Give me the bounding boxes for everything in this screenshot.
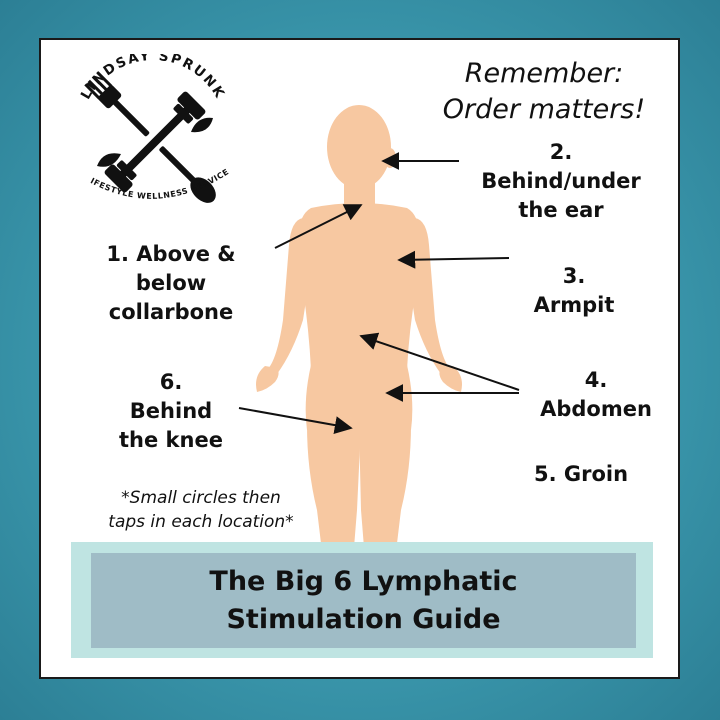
infographic-card: LINDSAY SPRUNK LIFE [39, 38, 680, 679]
banner-title-line1: The Big 6 Lymphatic [209, 565, 518, 597]
reminder-text: Remember: Order matters! [419, 56, 669, 128]
spoon-icon [159, 146, 216, 203]
brand-logo: LINDSAY SPRUNK LIFE [63, 54, 230, 203]
title-banner: The Big 6 Lymphatic Stimulation Guide [71, 542, 653, 658]
reminder-line2: Order matters! [442, 94, 646, 125]
fork-icon [84, 71, 150, 137]
reminder-line1: Remember: [464, 58, 624, 89]
label-abdomen: 4. Abdomen [540, 368, 652, 421]
arrow-collarbone [274, 204, 363, 249]
arrows-layer [238, 152, 520, 435]
label-armpit: 3. Armpit [533, 264, 615, 317]
label-behind-under-ear: 2. Behind/under the ear [481, 140, 641, 222]
dumbbell-icon [104, 91, 206, 193]
arrow-knee [238, 407, 353, 435]
leaf-icon [97, 117, 213, 167]
label-behind-knee: 6. Behind the knee [119, 370, 223, 452]
arrow-abdomen-upper [359, 332, 520, 391]
label-above-below-collarbone: 1. Above & below collarbone [106, 242, 236, 324]
label-groin: 5. Groin [533, 462, 629, 486]
banner-title-line2: Stimulation Guide [226, 603, 501, 635]
title-banner-inner: The Big 6 Lymphatic Stimulation Guide [91, 553, 636, 648]
body-silhouette [256, 105, 462, 560]
instruction-note: *Small circles then taps in each locatio… [108, 488, 294, 532]
arrow-armpit [397, 250, 510, 269]
